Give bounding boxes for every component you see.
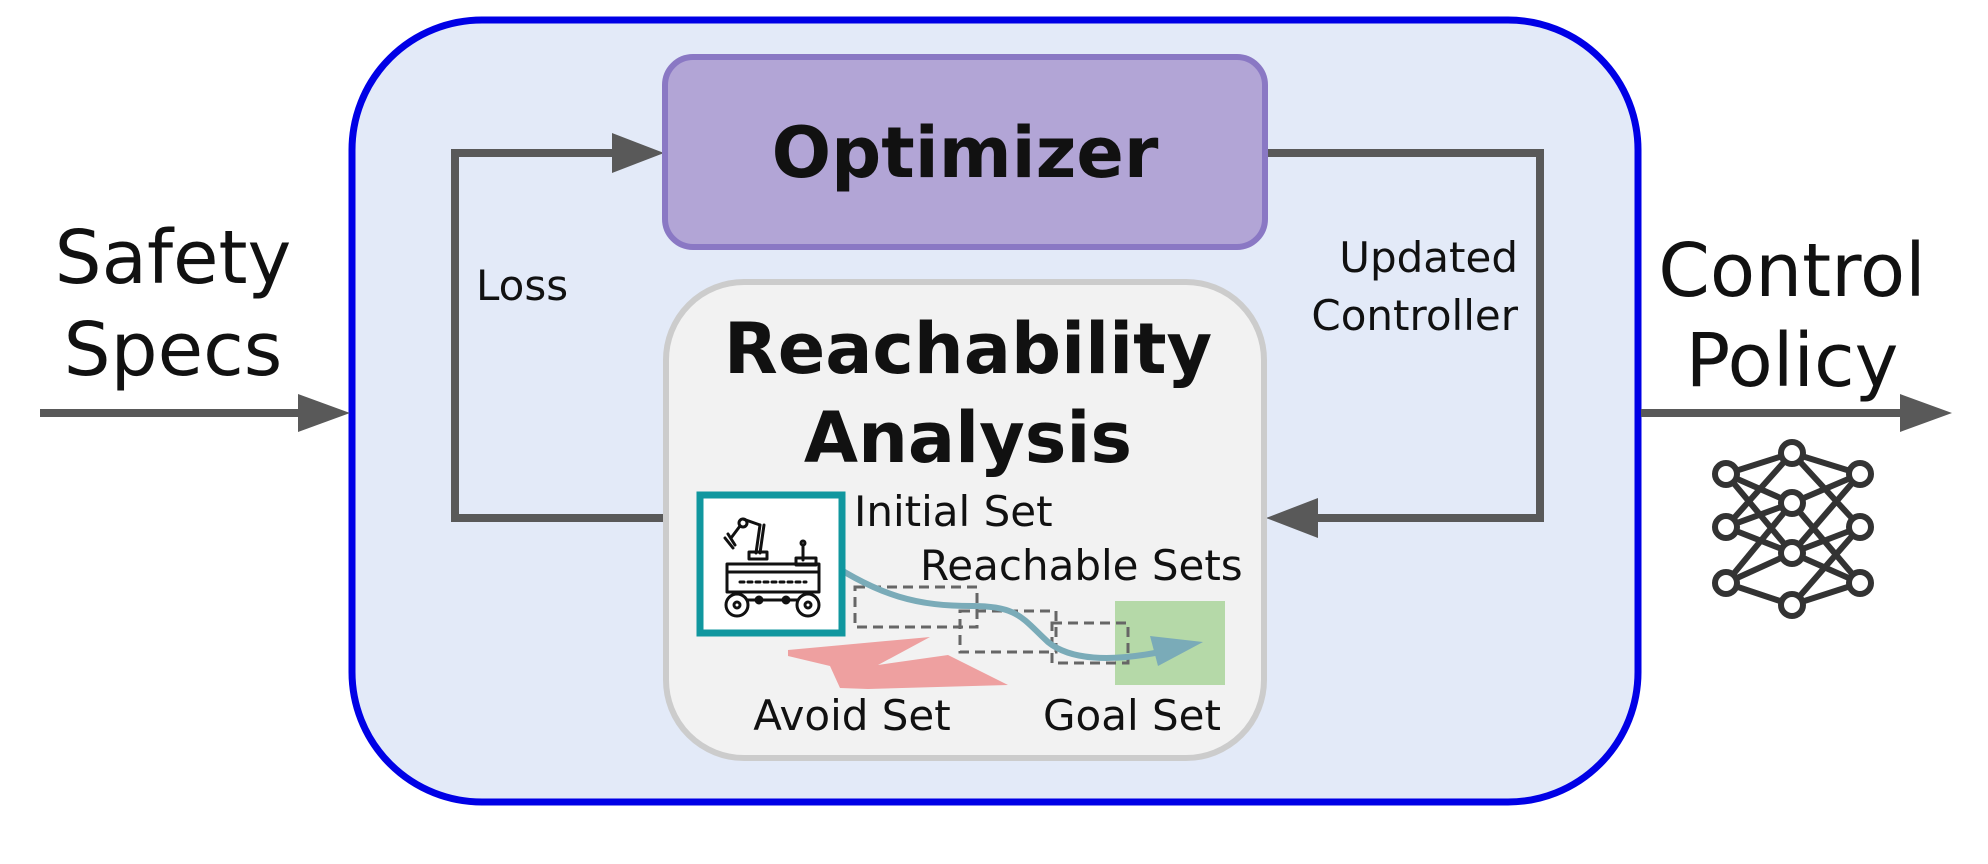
optimizer-label: Optimizer [772,112,1159,194]
reachability-title-line1: Reachability [724,308,1212,390]
initial-set-label: Initial Set [854,487,1053,536]
robot-rover-icon [723,517,821,618]
goal-set-label: Goal Set [1043,691,1221,740]
avoid-set-label: Avoid Set [753,691,950,740]
safety-specs-input: Safety Specs [40,215,350,432]
safety-specs-label-line2: Specs [64,307,283,393]
updated-controller-label-line1: Updated [1339,233,1518,282]
updated-controller-label-line2: Controller [1311,291,1518,340]
safety-specs-label-line1: Safety [55,215,292,301]
control-policy-output: Control Policy [1641,228,1952,432]
neural-network-icon [1712,439,1874,619]
control-policy-label-line2: Policy [1686,318,1899,404]
trajectory-curve [816,552,1161,661]
avoid-set-region [788,637,1008,689]
reachability-analysis-box: Reachability Analysis [663,279,1267,761]
optimizer-box: Optimizer [662,54,1268,250]
loss-label: Loss [476,261,568,310]
control-policy-label-line1: Control [1658,228,1926,314]
loss-feedback-arrow: Loss [451,133,665,522]
reachability-title-line2: Analysis [804,397,1132,479]
reachable-sets-label: Reachable Sets [920,541,1243,590]
trajectory-arrowhead [1150,636,1203,666]
reachable-set-box-1 [853,585,979,629]
updated-controller-arrow: Updated Controller [1265,149,1544,538]
